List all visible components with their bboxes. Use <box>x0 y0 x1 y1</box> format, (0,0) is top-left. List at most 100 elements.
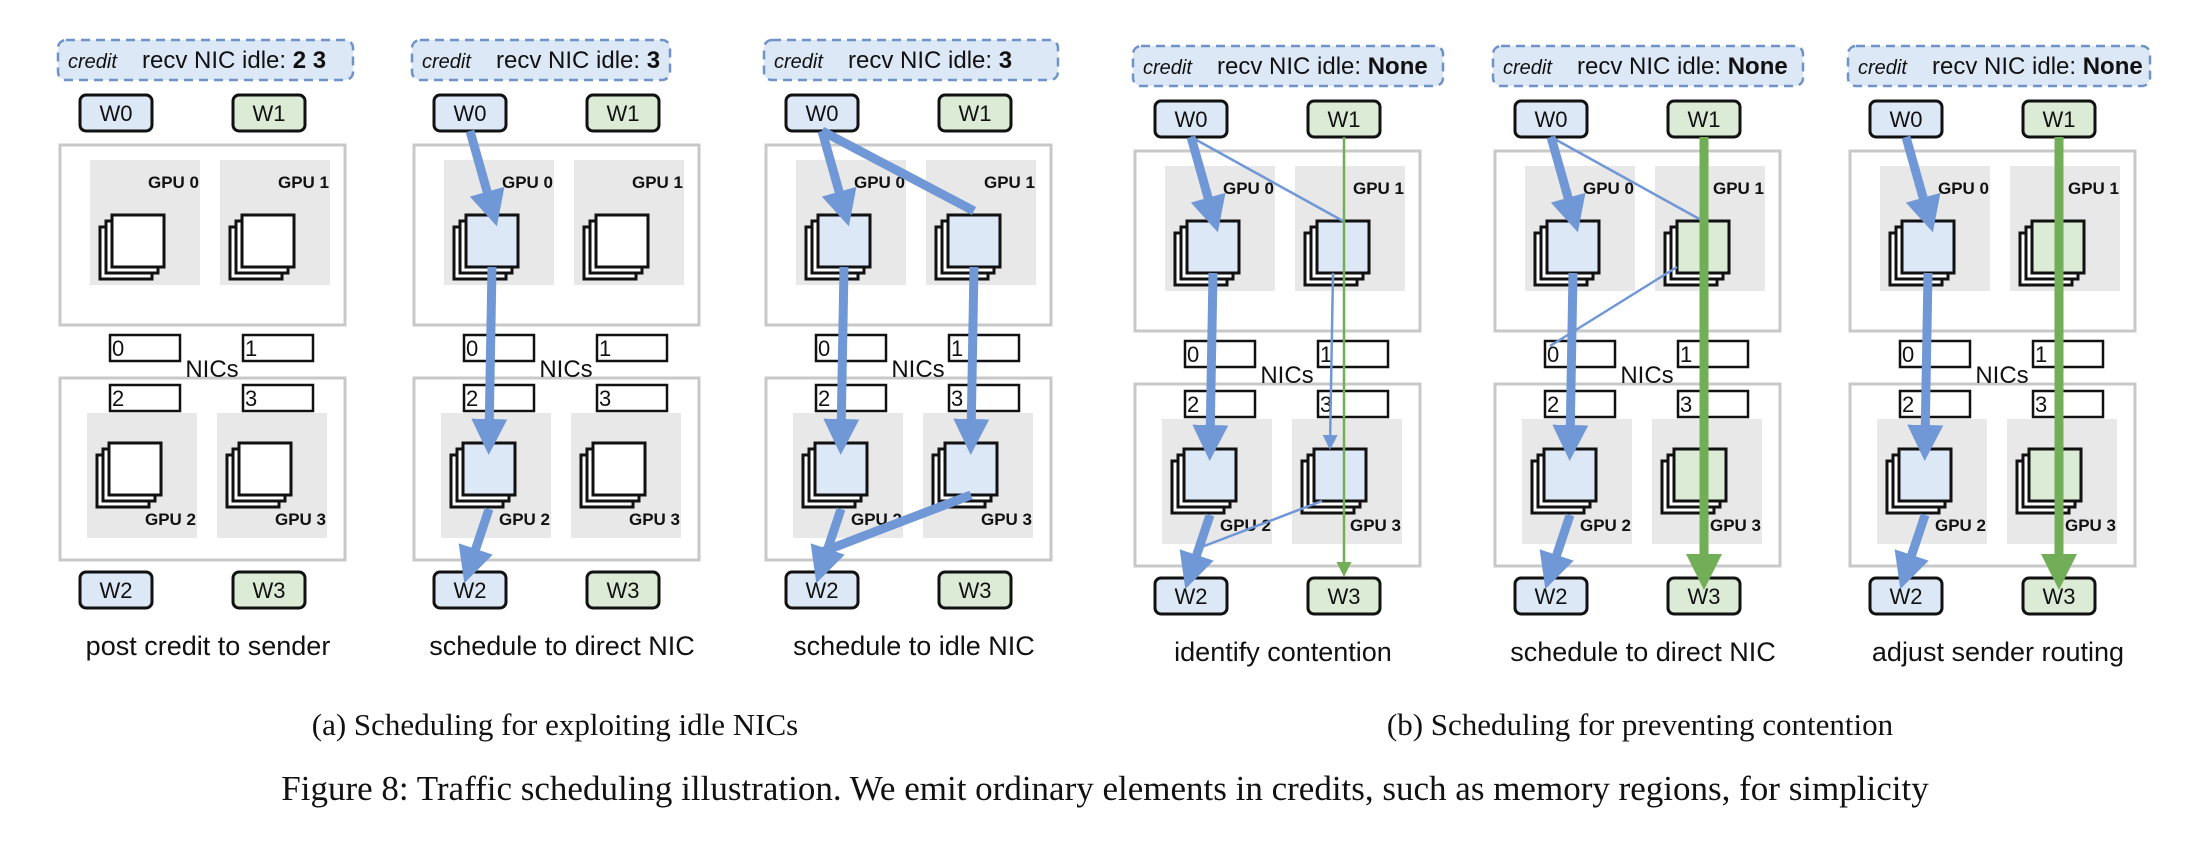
gpu-0-label: GPU 0 <box>1583 179 1634 198</box>
worker-w1-box <box>231 93 307 133</box>
gpu-1: GPU 1 <box>574 160 684 285</box>
worker-w3: W3 <box>2021 576 2097 616</box>
nic-3: 3 <box>1676 389 1750 419</box>
credit-box-bg <box>56 38 355 82</box>
nic-2-number: 2 <box>1902 392 1914 417</box>
credit-idle-value: None <box>1728 53 1788 80</box>
gpu-3-stack-front <box>591 441 647 497</box>
nics-label: NICs <box>1975 362 2028 389</box>
gpu-0: GPU 0 <box>1525 166 1635 291</box>
worker-w0: W0 <box>784 93 860 133</box>
flow-w0-to-gpu0 <box>1186 135 1226 233</box>
credit-word: credit <box>68 51 118 73</box>
nic-3: 3 <box>595 383 669 413</box>
nic-0-box <box>1183 339 1257 369</box>
credit-idle-text: recv NIC idle: 3 <box>496 47 660 74</box>
credit-box-bg <box>762 38 1060 82</box>
nic-0-number: 0 <box>1187 342 1199 367</box>
flow-gpu3-to-w2 <box>1198 499 1323 550</box>
nic-2-number: 2 <box>466 386 478 411</box>
flows <box>810 127 990 584</box>
flow-gpu0-to-gpu2 <box>1907 272 1944 461</box>
gpu-2: GPU 2 <box>793 413 903 538</box>
nic-0-number: 0 <box>1902 342 1914 367</box>
nic-3-number: 3 <box>1320 392 1332 417</box>
nic-1: 1 <box>1316 339 1390 369</box>
nic-2-box <box>1898 389 1972 419</box>
worker-w1: W1 <box>585 93 661 133</box>
gpu-0-stack-front <box>464 213 520 269</box>
nic-1-number: 1 <box>1680 342 1692 367</box>
nics-label: NICs <box>539 356 592 383</box>
gpu-0: GPU 0 <box>1165 166 1275 291</box>
nic-0: 0 <box>108 333 182 363</box>
flow-w0-to-gpu0 <box>1901 135 1941 233</box>
gpu-2: GPU 2 <box>441 413 551 538</box>
nic-3-number: 3 <box>951 386 963 411</box>
flow-gpu3-to-w2 <box>820 490 973 557</box>
nic-2-number: 2 <box>1547 392 1559 417</box>
gpu-0-label: GPU 0 <box>502 173 553 192</box>
nic-0-number: 0 <box>1547 342 1559 367</box>
worker-w3: W3 <box>1666 576 1742 616</box>
credit-idle-value: None <box>1368 53 1428 80</box>
credit-word: credit <box>1503 57 1553 79</box>
subcaption-a: (a) Scheduling for exploiting idle NICs <box>312 707 798 742</box>
gpu-3-label: GPU 3 <box>1710 516 1761 535</box>
nic-3-number: 3 <box>599 386 611 411</box>
credit-idle-prefix: recv NIC idle: <box>142 47 293 74</box>
gpu-0-stack-front <box>1900 219 1956 275</box>
worker-w3: W3 <box>937 570 1013 610</box>
worker-w0-label: W0 <box>1890 107 1923 132</box>
worker-w3-box <box>937 570 1013 610</box>
credit-idle-prefix: recv NIC idle: <box>1932 53 2083 80</box>
flow-gpu1-to-gpu3 <box>1322 272 1338 450</box>
gpu-0-label: GPU 0 <box>148 173 199 192</box>
worker-w1: W1 <box>2021 99 2097 139</box>
worker-w3: W3 <box>231 570 307 610</box>
credit-idle-prefix: recv NIC idle: <box>496 47 647 74</box>
worker-w1: W1 <box>1306 99 1382 139</box>
figure-caption: Figure 8: Traffic scheduling illustratio… <box>281 769 1929 808</box>
worker-w3-label: W3 <box>253 578 286 603</box>
nic-0-box <box>1898 339 1972 369</box>
worker-w2: W2 <box>784 570 860 610</box>
credit-idle-value: 2 3 <box>293 47 326 74</box>
credit-box-bg <box>1491 44 1805 88</box>
worker-w1-box <box>937 93 1013 133</box>
flows <box>1179 135 1352 590</box>
nic-3: 3 <box>241 383 315 413</box>
worker-w1-label: W1 <box>1328 107 1361 132</box>
nic-1-box <box>241 333 315 363</box>
nic-2-box <box>108 383 182 413</box>
nic-2-box <box>1183 389 1257 419</box>
nic-3: 3 <box>2031 389 2105 419</box>
nic-0-box <box>108 333 182 363</box>
credit-idle-prefix: recv NIC idle: <box>1217 53 1368 80</box>
gpu-2-label: GPU 2 <box>1220 516 1271 535</box>
worker-w2-label: W2 <box>100 578 133 603</box>
panel-caption: post credit to sender <box>86 631 331 661</box>
gpu-3-label: GPU 3 <box>275 510 326 529</box>
worker-w1-label: W1 <box>253 101 286 126</box>
panel-caption: schedule to direct NIC <box>1510 637 1776 667</box>
flow-gpu2-to-w2 <box>458 507 494 584</box>
gpu-0: GPU 0 <box>796 160 906 285</box>
flow-gpu2-to-w2 <box>810 507 846 584</box>
worker-w0: W0 <box>1513 99 1589 139</box>
flow-w0-to-gpu1 <box>1550 135 1704 223</box>
gpu-2: GPU 2 <box>87 413 197 538</box>
flow-gpu2-to-w2 <box>1894 513 1930 590</box>
gpu-3-label: GPU 3 <box>629 510 680 529</box>
nic-2: 2 <box>1543 389 1617 419</box>
gpu-2-stack-front <box>813 441 869 497</box>
nic-1-number: 1 <box>951 336 963 361</box>
gpu-3-stack-front <box>237 441 293 497</box>
worker-w1-label: W1 <box>959 101 992 126</box>
